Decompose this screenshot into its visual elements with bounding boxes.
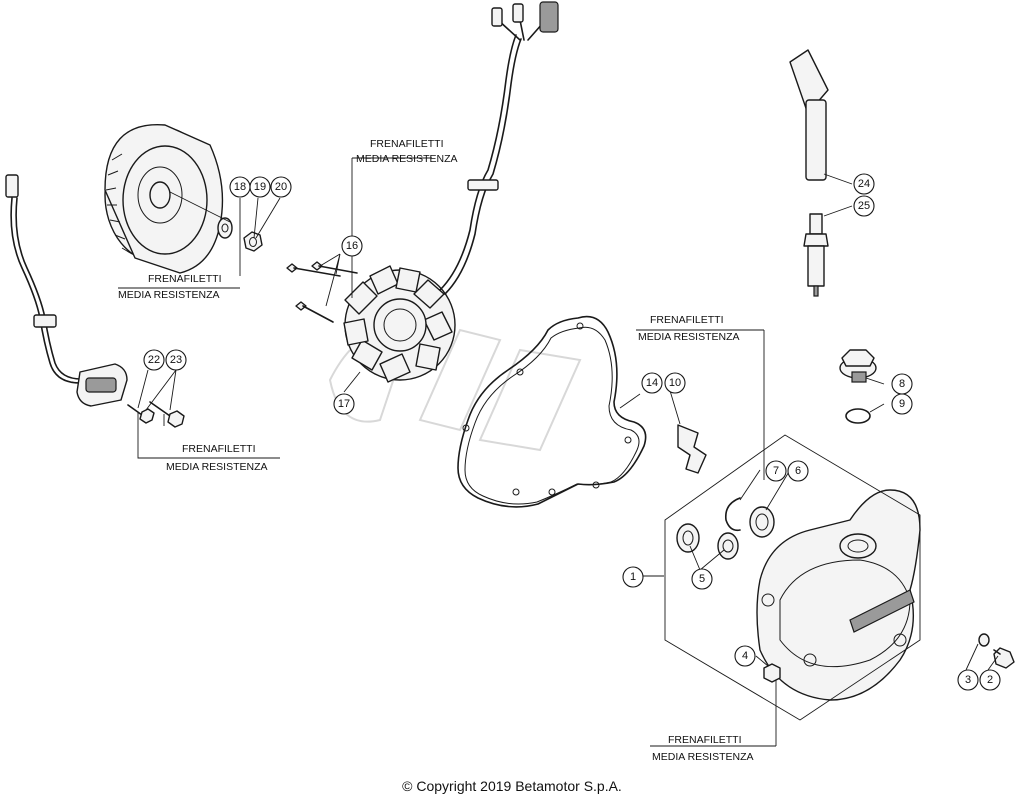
note-line2: MEDIA RESISTENZA xyxy=(166,461,268,473)
callout-20: 20 xyxy=(270,176,292,198)
washer-19 xyxy=(217,217,233,239)
note-pickup: FRENAFILETTI MEDIA RESISTENZA xyxy=(166,443,268,473)
note-line1: FRENAFILETTI xyxy=(668,734,742,746)
note-cover: FRENAFILETTI MEDIA RESISTENZA xyxy=(638,314,740,343)
callout-7: 7 xyxy=(765,460,787,482)
note-line1: FRENAFILETTI xyxy=(370,138,444,150)
plug-4 xyxy=(763,663,781,683)
note-line1: FRENAFILETTI xyxy=(148,273,222,285)
note-line2: MEDIA RESISTENZA xyxy=(638,331,740,343)
o-ring-9 xyxy=(845,408,871,424)
note-flywheel: FRENAFILETTI MEDIA RESISTENZA xyxy=(118,273,240,301)
gasket-14 xyxy=(457,315,647,508)
note-line1: FRENAFILETTI xyxy=(182,443,256,455)
callout-17: 17 xyxy=(333,393,355,415)
svg-text:9: 9 xyxy=(899,398,905,410)
svg-text:5: 5 xyxy=(699,573,705,585)
svg-text:14: 14 xyxy=(646,377,658,389)
note-line2: MEDIA RESISTENZA xyxy=(118,289,220,301)
svg-text:20: 20 xyxy=(275,181,287,193)
oil-cap-8 xyxy=(839,349,877,383)
callout-22: 22 xyxy=(143,349,165,371)
callout-8: 8 xyxy=(891,373,913,395)
callout-14: 14 xyxy=(641,372,663,394)
note-line2: MEDIA RESISTENZA xyxy=(652,751,754,763)
callout-16: 16 xyxy=(341,235,363,257)
stator-17 xyxy=(343,265,456,383)
callout-2: 2 xyxy=(979,669,1001,691)
callout-10: 10 xyxy=(664,372,686,394)
pickup-sensor-wire xyxy=(5,174,128,407)
svg-text:17: 17 xyxy=(338,398,350,410)
leader-lines xyxy=(137,157,999,747)
svg-text:24: 24 xyxy=(858,178,870,190)
callout-23: 23 xyxy=(165,349,187,371)
bolts-22-23 xyxy=(127,401,185,428)
callout-18: 18 xyxy=(229,176,251,198)
svg-text:19: 19 xyxy=(254,181,266,193)
note-line1: FRENAFILETTI xyxy=(650,314,724,326)
callout-6: 6 xyxy=(787,460,809,482)
note-plug: FRENAFILETTI MEDIA RESISTENZA xyxy=(652,734,754,763)
bolt-2-washer-3 xyxy=(978,633,1015,669)
svg-text:6: 6 xyxy=(795,465,801,477)
svg-text:3: 3 xyxy=(965,674,971,686)
copyright-text: © Copyright 2019 Betamotor S.p.A. xyxy=(402,778,622,794)
bolts-16 xyxy=(286,261,358,323)
callout-3: 3 xyxy=(957,669,979,691)
callout-19: 19 xyxy=(249,176,271,198)
svg-text:25: 25 xyxy=(858,200,870,212)
svg-text:18: 18 xyxy=(234,181,246,193)
spark-plug-25 xyxy=(803,213,829,297)
svg-text:1: 1 xyxy=(630,571,636,583)
svg-text:7: 7 xyxy=(773,465,779,477)
svg-text:23: 23 xyxy=(170,354,182,366)
svg-text:4: 4 xyxy=(742,650,748,662)
clip-10 xyxy=(677,424,707,474)
svg-text:10: 10 xyxy=(669,377,681,389)
stator-wire xyxy=(439,1,559,295)
note-line2: MEDIA RESISTENZA xyxy=(356,153,458,165)
ignition-cover-1 xyxy=(756,489,921,701)
svg-text:22: 22 xyxy=(148,354,160,366)
callout-24: 24 xyxy=(853,173,875,195)
seals-5-6-7 xyxy=(676,497,775,560)
callout-5: 5 xyxy=(691,568,713,590)
svg-text:8: 8 xyxy=(899,378,905,390)
note-stator: FRENAFILETTI MEDIA RESISTENZA xyxy=(356,138,458,165)
callout-9: 9 xyxy=(891,393,913,415)
nut-20 xyxy=(243,231,263,252)
svg-text:16: 16 xyxy=(346,240,358,252)
ignition-cover-outline xyxy=(664,434,921,721)
callout-25: 25 xyxy=(853,195,875,217)
svg-text:2: 2 xyxy=(987,674,993,686)
callout-1: 1 xyxy=(622,566,644,588)
flywheel-rotor xyxy=(104,124,224,274)
ignition-cap-24 xyxy=(789,49,829,181)
callout-4: 4 xyxy=(734,645,756,667)
